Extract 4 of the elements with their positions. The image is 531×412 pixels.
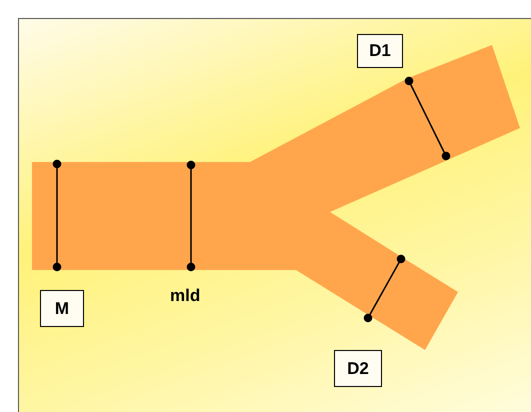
label-box: M [40,290,84,327]
label-box: D1 [357,34,403,68]
measurement-label: mld [170,286,200,306]
label-box: D2 [334,350,382,387]
